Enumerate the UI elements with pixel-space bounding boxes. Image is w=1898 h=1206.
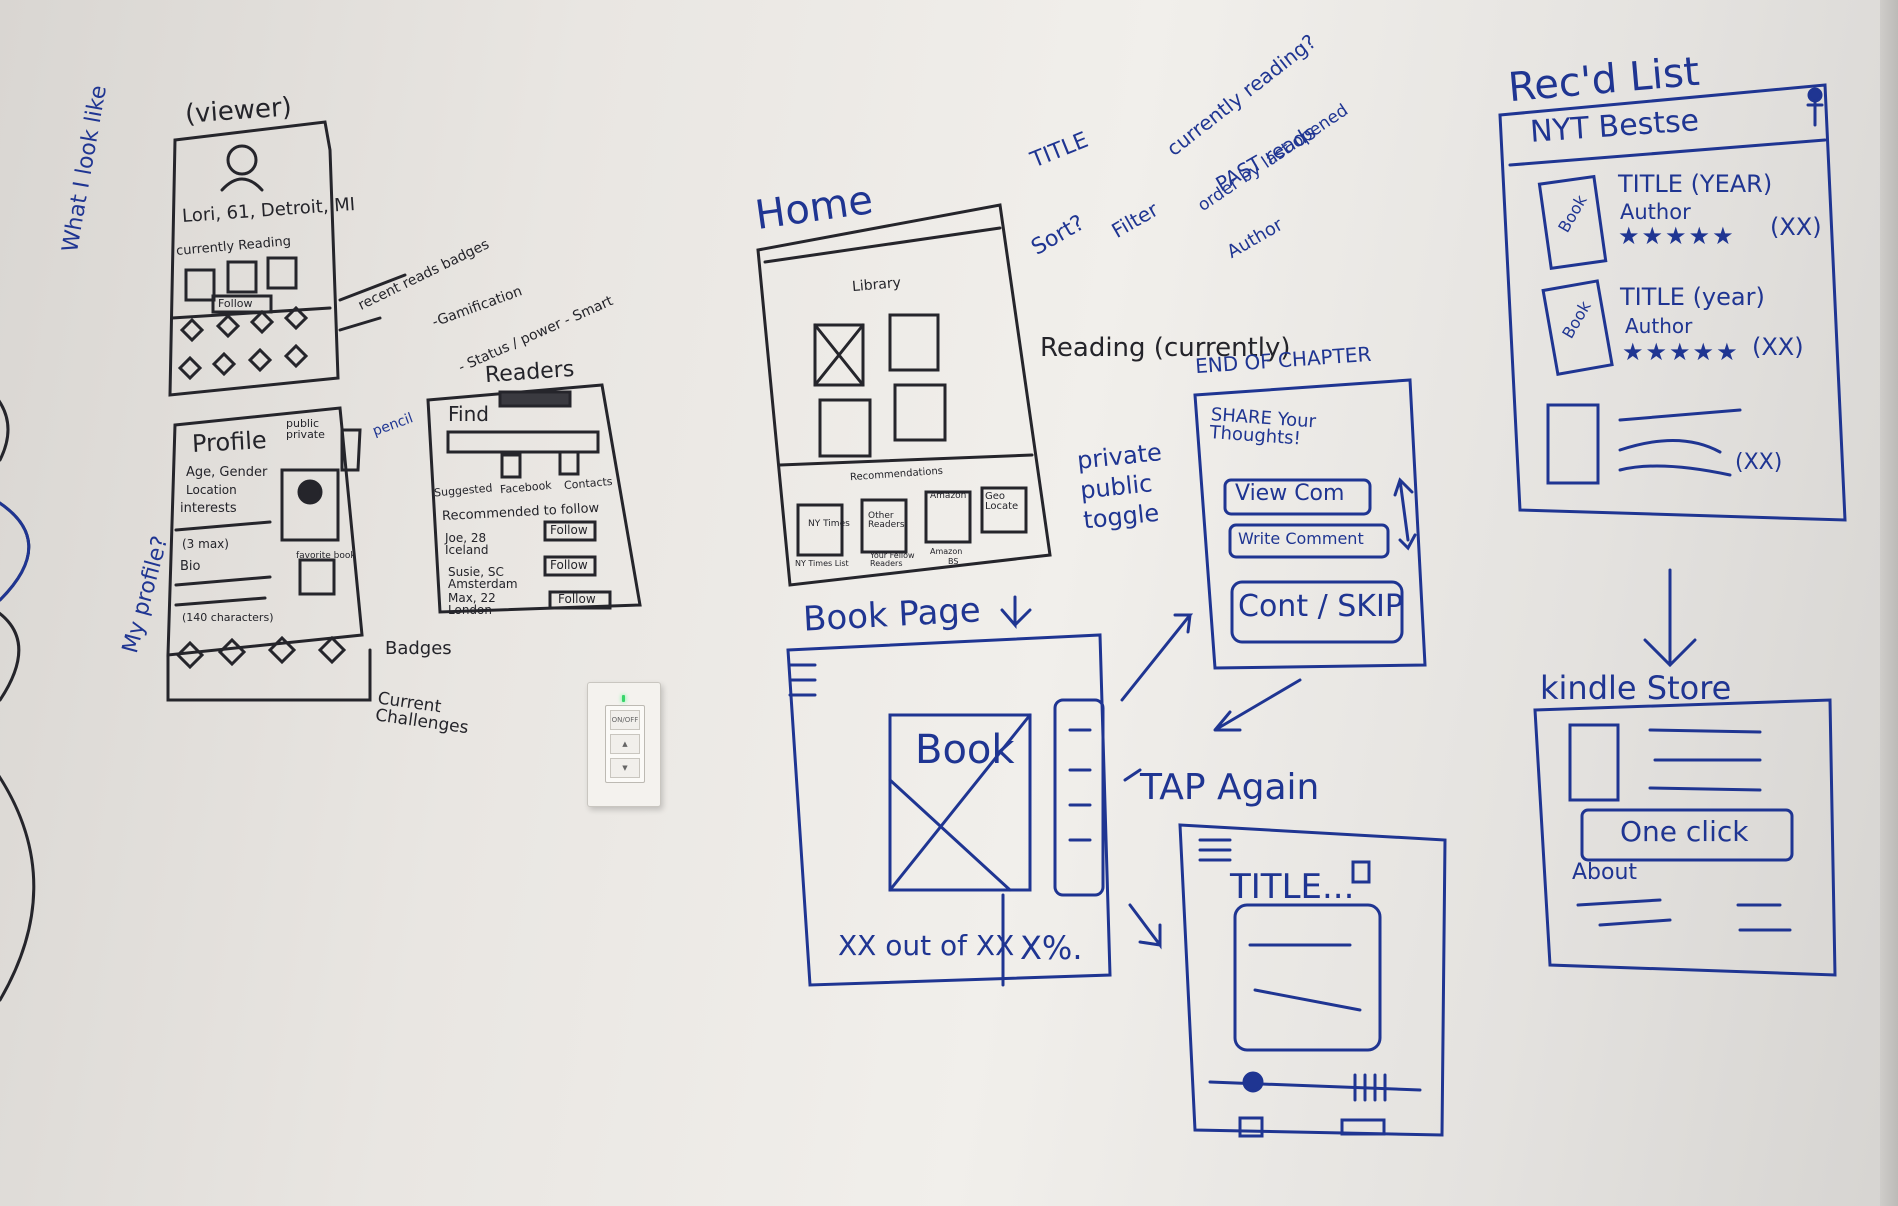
readers-find: Find [448,402,489,426]
readers-follow-0: Follow [550,523,588,537]
home-frame [756,203,1052,587]
profile-field-4: Bio [180,559,201,574]
reading-view-com: View Com [1235,481,1345,506]
reading-cont-skip: Cont / SKIP [1238,589,1403,624]
kindle-store-title: kindle Store [1540,669,1732,707]
switch-up-button[interactable]: ▲ [610,734,640,754]
recd-item-1-author: Author [1625,314,1693,338]
reading-frame [1123,378,1427,782]
home-caption-2: Amazon [930,547,963,556]
profile-field-1: Location [186,483,237,497]
profile-bio-limit: (140 characters) [182,611,274,624]
kindle-one-click[interactable]: One click [1620,815,1749,848]
profile-frame [166,406,372,702]
book-page-book: Book [915,727,1015,773]
kindle-store-frame [1533,698,1837,977]
recd-item-0-author: Author [1620,200,1691,224]
home-tile-2: Amazon [930,491,967,501]
readers-follow-2: Follow [558,592,596,606]
profile-favorite-book: favorite book [296,551,356,561]
recd-item-1-count: (XX) [1752,333,1804,361]
home-tile-1: Other Readers [868,511,905,530]
home-caption-1: Your Fellow Readers [870,551,915,568]
book-page-percent: X%. [1020,929,1083,967]
recd-item-0-title: TITLE (YEAR) [1618,170,1773,198]
reader-title: TITLE... [1230,867,1355,907]
profile-field-2: interests [180,501,237,516]
profile-badges: Badges [385,638,452,659]
reading-title: Reading (currently) [1040,333,1291,363]
viewer-frame [168,120,407,397]
home-tile-0: NY Times [808,519,850,529]
switch-on-off-button[interactable]: ON/OFF [610,710,640,730]
reading-tap-again: TAP Again [1140,767,1320,808]
recd-item-0-stars: ★★★★★ [1618,222,1736,250]
home-tile-3: Geo Locate [985,491,1019,512]
book-page-frame [786,595,1194,987]
reading-toggle-note: private public toggle [1075,438,1164,535]
kindle-about: About [1572,860,1638,885]
profile-public-private: public private [286,417,325,441]
recd-item-1-title: TITLE (year) [1620,283,1765,311]
reader-frame [1178,823,1447,1138]
profile-field-0: Age, Gender [186,465,268,480]
home-caption-0: NY Times List [795,559,849,568]
readers-person-2: Max, 22 London [448,591,496,617]
reading-write-comment: Write Comment [1238,529,1364,548]
viewer-heading: (viewer) [184,92,293,130]
whiteboard-edge [1880,0,1898,1206]
readers-frame [426,383,642,614]
switch-buttons[interactable]: ON/OFF ▲ ▼ [605,705,645,783]
switch-led [622,695,625,702]
readers-person-1: Susie, SC Amsterdam [448,565,518,591]
book-page-progress: XX out of XX [838,929,1015,962]
readers-follow-1: Follow [550,558,588,572]
recd-list-frame [1498,83,1847,668]
recd-item-2-count: (XX) [1735,450,1783,475]
home-library: Library [851,274,902,296]
recd-item-1-stars: ★★★★★ [1622,338,1740,366]
profile-field-3: (3 max) [182,537,229,551]
switch-down-button[interactable]: ▼ [610,758,640,778]
home-caption-3: BS [948,557,959,566]
profile-title: Profile [191,426,268,458]
book-page-title: Book Page [802,590,982,640]
readers-person-0: Joe, 28 Iceland [445,531,489,557]
light-switch[interactable]: ON/OFF ▲ ▼ [587,682,661,807]
viewer-follow: Follow [218,297,253,310]
recd-item-0-count: (XX) [1770,213,1822,241]
